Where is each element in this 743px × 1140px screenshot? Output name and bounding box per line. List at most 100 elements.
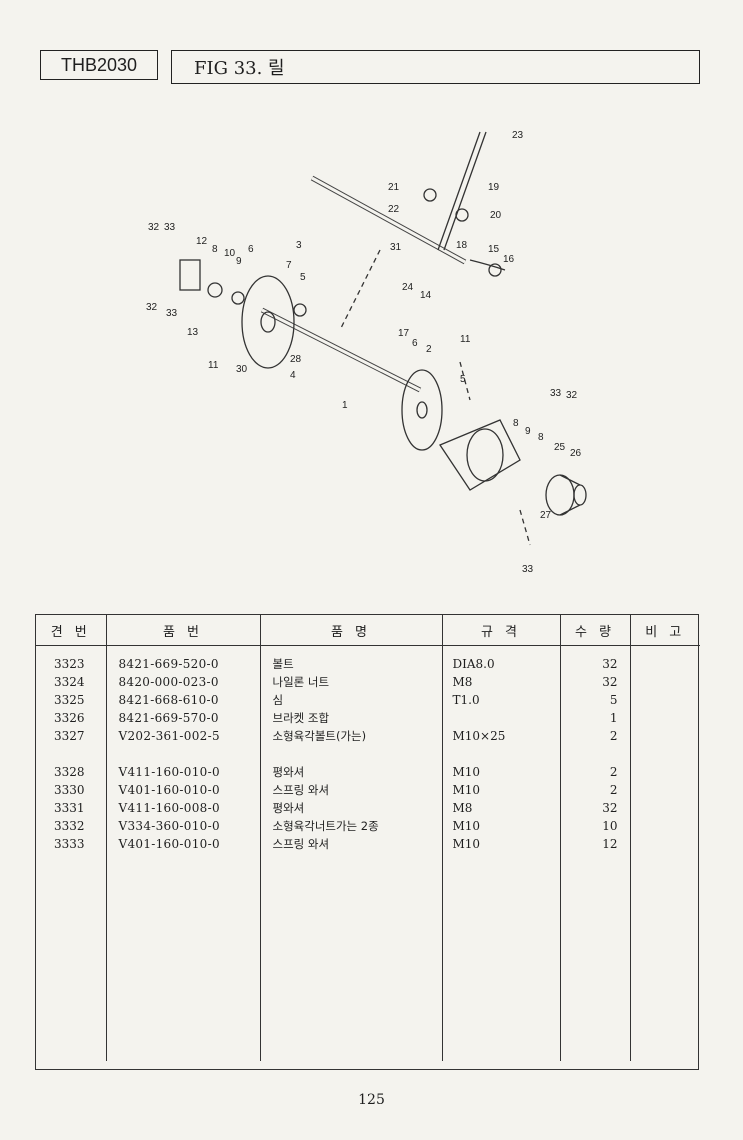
header-part-name: 품 명 bbox=[260, 615, 443, 646]
spec-cell: M10 bbox=[442, 835, 561, 853]
part-no-cell: 8420-000-023-0 bbox=[106, 673, 261, 691]
part-no-cell: V401-160-010-0 bbox=[106, 835, 261, 853]
part-no-cell: V411-160-010-0 bbox=[106, 763, 261, 781]
ref-no-cell: 3332 bbox=[36, 817, 107, 835]
callout-label: 19 bbox=[488, 182, 500, 193]
callout-label: 7 bbox=[286, 260, 292, 271]
spec-cell: M10 bbox=[442, 763, 561, 781]
callout-label: 33 bbox=[166, 308, 178, 319]
callout-labels: 23 21 19 22 20 32 33 12 8 10 6 3 9 7 5 3… bbox=[146, 130, 582, 575]
part-name-cell: 심 bbox=[260, 691, 443, 709]
table-row: 3323 8421-669-520-0 볼트 DIA8.0 32 bbox=[36, 655, 700, 673]
callout-label: 31 bbox=[390, 242, 402, 253]
note-cell bbox=[630, 799, 700, 817]
parts-table: 견 번 품 번 품 명 규 격 수 량 비 고 3323 8421-669-52… bbox=[36, 615, 700, 1061]
qty-cell: 2 bbox=[560, 727, 631, 745]
model-code: THB2030 bbox=[60, 54, 138, 75]
ref-no-cell: 3328 bbox=[36, 763, 107, 781]
model-code-box: THB2030 bbox=[40, 50, 158, 80]
qty-cell: 32 bbox=[560, 799, 631, 817]
callout-label: 13 bbox=[187, 327, 199, 338]
note-cell bbox=[630, 763, 700, 781]
part-no-cell: V202-361-002-5 bbox=[106, 727, 261, 745]
callout-label: 16 bbox=[503, 254, 515, 265]
callout-label: 28 bbox=[290, 354, 302, 365]
table-row: 3330 V401-160-010-0 스프링 와셔 M10 2 bbox=[36, 781, 700, 799]
callout-label: 4 bbox=[290, 370, 296, 381]
callout-label: 18 bbox=[456, 240, 468, 251]
spec-cell bbox=[442, 709, 561, 727]
part-name-cell: 브라켓 조합 bbox=[260, 709, 443, 727]
table-row: 3328 V411-160-010-0 평와셔 M10 2 bbox=[36, 763, 700, 781]
part-name-cell: 평와셔 bbox=[260, 763, 443, 781]
callout-label: 1 bbox=[342, 400, 348, 411]
qty-cell: 5 bbox=[560, 691, 631, 709]
callout-label: 2 bbox=[426, 344, 432, 355]
exploded-parts-diagram: 23 21 19 22 20 32 33 12 8 10 6 3 9 7 5 3… bbox=[146, 130, 587, 575]
qty-cell: 32 bbox=[560, 655, 631, 673]
part-no-cell: V401-160-010-0 bbox=[106, 781, 261, 799]
table-row: 3325 8421-668-610-0 심 T1.0 5 bbox=[36, 691, 700, 709]
table-header-row: 견 번 품 번 품 명 규 격 수 량 비 고 bbox=[36, 615, 700, 646]
table-row: 3332 V334-360-010-0 소형육각너트가는 2종 M10 10 bbox=[36, 817, 700, 835]
header-part-no: 품 번 bbox=[106, 615, 261, 646]
spec-cell: M10 bbox=[442, 781, 561, 799]
callout-label: 8 bbox=[538, 432, 544, 443]
callout-label: 11 bbox=[460, 334, 471, 345]
parts-table-frame: 견 번 품 번 품 명 규 격 수 량 비 고 3323 8421-669-52… bbox=[35, 614, 700, 1070]
callout-label: 23 bbox=[512, 130, 524, 141]
ref-no-cell: 3325 bbox=[36, 691, 107, 709]
callout-label: 32 bbox=[148, 222, 160, 233]
part-name-cell: 스프링 와셔 bbox=[260, 835, 443, 853]
part-no-cell: V411-160-008-0 bbox=[106, 799, 261, 817]
callout-label: 24 bbox=[402, 282, 414, 293]
page-number: 125 bbox=[358, 1092, 385, 1108]
qty-cell: 1 bbox=[560, 709, 631, 727]
ref-no-cell: 3324 bbox=[36, 673, 107, 691]
qty-cell: 2 bbox=[560, 781, 631, 799]
callout-label: 32 bbox=[146, 302, 158, 313]
ref-no-cell: 3323 bbox=[36, 655, 107, 673]
header-spec: 규 격 bbox=[442, 615, 561, 646]
ref-no-cell: 3326 bbox=[36, 709, 107, 727]
callout-label: 12 bbox=[196, 236, 208, 247]
callout-label: 8 bbox=[212, 244, 218, 255]
part-no-cell: 8421-668-610-0 bbox=[106, 691, 261, 709]
callout-label: 9 bbox=[525, 426, 531, 437]
callout-label: 8 bbox=[513, 418, 519, 429]
callout-label: 22 bbox=[388, 204, 400, 215]
callout-label: 11 bbox=[208, 360, 219, 371]
callout-label: 20 bbox=[490, 210, 502, 221]
callout-label: 32 bbox=[566, 390, 578, 401]
spec-cell: DIA8.0 bbox=[442, 655, 561, 673]
spec-cell: M10×25 bbox=[442, 727, 561, 745]
qty-cell: 32 bbox=[560, 673, 631, 691]
figure-title-box: FIG 33. 릴 bbox=[171, 50, 700, 84]
table-row: 3326 8421-669-570-0 브라켓 조합 1 bbox=[36, 709, 700, 727]
callout-label: 33 bbox=[522, 564, 534, 575]
note-cell bbox=[630, 727, 700, 745]
part-name-cell: 스프링 와셔 bbox=[260, 781, 443, 799]
callout-label: 6 bbox=[248, 244, 254, 255]
ref-no-cell: 3331 bbox=[36, 799, 107, 817]
part-name-cell: 소형육각볼트(가는) bbox=[260, 727, 443, 745]
callout-label: 33 bbox=[550, 388, 562, 399]
callout-label: 15 bbox=[488, 244, 500, 255]
part-no-cell: 8421-669-570-0 bbox=[106, 709, 261, 727]
table-row: 3333 V401-160-010-0 스프링 와셔 M10 12 bbox=[36, 835, 700, 853]
note-cell bbox=[630, 817, 700, 835]
callout-label: 5 bbox=[300, 272, 306, 283]
callout-label: 3 bbox=[296, 240, 302, 251]
callout-label: 6 bbox=[412, 338, 418, 349]
callout-label: 30 bbox=[236, 364, 248, 375]
callout-label: 27 bbox=[540, 510, 552, 521]
callout-label: 21 bbox=[388, 182, 400, 193]
part-name-cell: 평와셔 bbox=[260, 799, 443, 817]
figure-title: FIG 33. 릴 bbox=[194, 58, 285, 79]
callout-label: 14 bbox=[420, 290, 432, 301]
note-cell bbox=[630, 673, 700, 691]
qty-cell: 2 bbox=[560, 763, 631, 781]
callout-label: 5 bbox=[460, 374, 466, 385]
ref-no-cell: 3333 bbox=[36, 835, 107, 853]
header-qty: 수 량 bbox=[560, 615, 631, 646]
